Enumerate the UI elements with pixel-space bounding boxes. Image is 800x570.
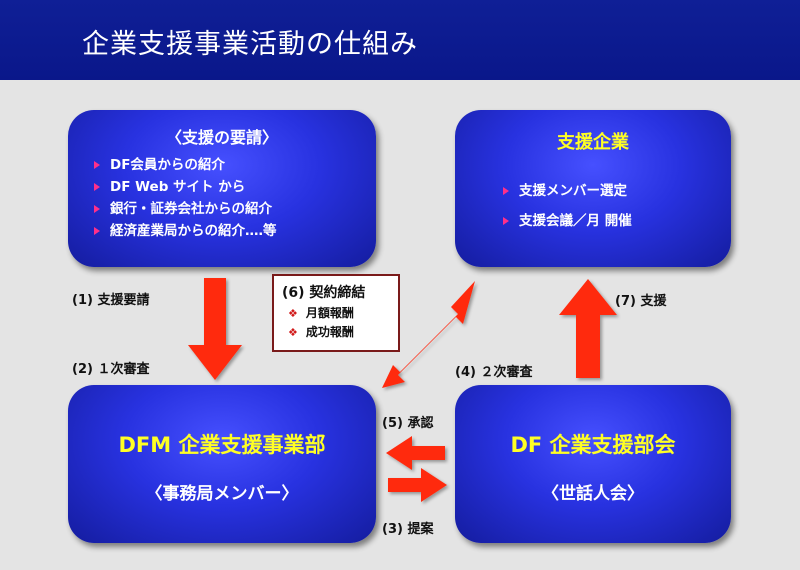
step-5-label: (5) 承認 — [382, 416, 434, 431]
list-item: ❖成功報酬 — [288, 325, 354, 339]
arrow-contract-double — [382, 281, 475, 388]
step-1-label: (1) 支援要請 — [72, 293, 150, 308]
request-box: 〈支援の要請〉 DF会員からの紹介 DF Web サイト から 銀行・証券会社か… — [68, 110, 376, 267]
step-7-label: (7) 支援 — [615, 294, 667, 309]
support-list: 支援メンバー選定 支援会議／月 開催 — [499, 176, 632, 236]
step-2-label: (2) １次審査 — [72, 362, 150, 377]
triangle-bullet-icon — [94, 183, 100, 191]
dfm-division-box: DFM 企業支援事業部 〈事務局メンバー〉 — [68, 385, 376, 543]
step-4-label: (4) ２次審査 — [455, 365, 533, 380]
arrow-request-to-dfm — [188, 278, 242, 380]
contract-title: (6) 契約締結 — [282, 285, 366, 301]
df-title: DF 企業支援部会 — [510, 433, 676, 457]
list-item: 支援メンバー選定 — [499, 176, 632, 206]
page-title: 企業支援事業活動の仕組み — [82, 29, 418, 60]
dfm-title: DFM 企業支援事業部 — [118, 433, 326, 457]
diamond-bullet-icon: ❖ — [288, 307, 298, 320]
contract-box: (6) 契約締結 ❖月額報酬 ❖成功報酬 — [272, 274, 400, 352]
arrow-proposal-right — [388, 468, 447, 502]
triangle-bullet-icon — [94, 161, 100, 169]
contract-list: ❖月額報酬 ❖成功報酬 — [288, 304, 354, 342]
diamond-bullet-icon: ❖ — [288, 326, 298, 339]
request-list: DF会員からの紹介 DF Web サイト から 銀行・証券会社からの紹介 経済産… — [90, 154, 277, 242]
request-heading: 〈支援の要請〉 — [165, 128, 278, 147]
support-company-box: 支援企業 支援メンバー選定 支援会議／月 開催 — [455, 110, 731, 267]
support-heading: 支援企業 — [557, 132, 629, 153]
df-committee-box: DF 企業支援部会 〈世話人会〉 — [455, 385, 731, 543]
list-item: ❖月額報酬 — [288, 306, 354, 320]
dfm-subtitle: 〈事務局メンバー〉 — [145, 484, 299, 504]
arrow-approval-left — [386, 436, 445, 470]
df-subtitle: 〈世話人会〉 — [542, 484, 644, 504]
arrow-df-to-support — [559, 279, 617, 378]
triangle-bullet-icon — [503, 187, 509, 195]
list-item: 銀行・証券会社からの紹介 — [90, 198, 277, 220]
step-3-label: (3) 提案 — [382, 522, 434, 537]
triangle-bullet-icon — [94, 205, 100, 213]
triangle-bullet-icon — [503, 217, 509, 225]
list-item: DF会員からの紹介 — [90, 154, 277, 176]
list-item: 支援会議／月 開催 — [499, 206, 632, 236]
list-item: 経済産業局からの紹介‥‥等 — [90, 220, 277, 242]
triangle-bullet-icon — [94, 227, 100, 235]
title-bar: 企業支援事業活動の仕組み — [0, 0, 800, 80]
list-item: DF Web サイト から — [90, 176, 277, 198]
